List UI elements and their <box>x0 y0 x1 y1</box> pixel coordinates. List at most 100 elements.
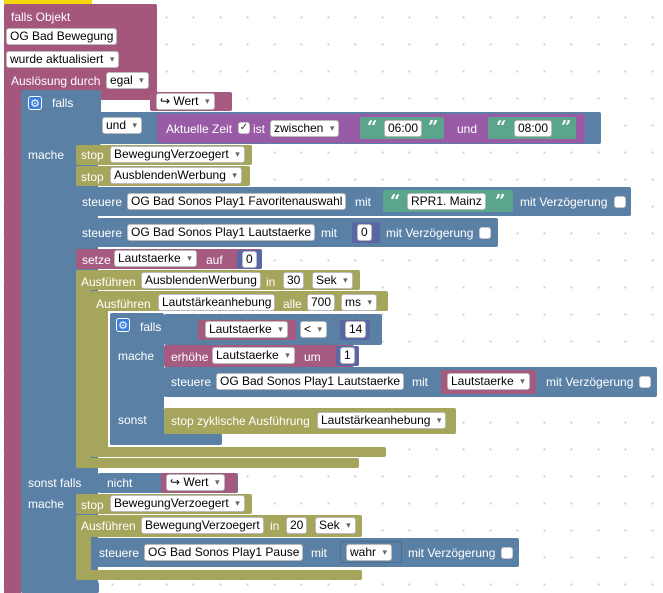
selected-block-highlight <box>4 0 92 5</box>
stop-label: stop <box>81 170 104 184</box>
quote-close-icon: ” <box>428 117 439 138</box>
increment-label: erhöhe <box>171 350 209 364</box>
control-label: steuere <box>171 375 212 389</box>
quote-open-icon: “ <box>367 117 378 138</box>
stop-timer-dropdown[interactable]: BewegungVerzoegert <box>110 495 245 512</box>
delay-checkbox[interactable] <box>479 227 491 239</box>
if-label: falls <box>140 320 162 334</box>
interval-value-field[interactable]: 700 <box>307 294 336 311</box>
object-id-field[interactable]: OG Bad Bewegung <box>6 28 118 45</box>
variable-getter-dropdown[interactable]: Lautstaerke <box>447 373 530 390</box>
current-time-label: Aktuelle Zeit <box>166 122 233 136</box>
quote-close-icon: ” <box>495 191 506 212</box>
timeout-unit-dropdown[interactable]: Sek <box>312 272 353 289</box>
inner-if-block[interactable] <box>110 313 164 445</box>
timeout-block-rail <box>76 288 91 458</box>
not-label: nicht <box>107 476 133 490</box>
control-label: steuere <box>82 195 123 209</box>
run-label: Ausführen <box>96 297 151 311</box>
control-object-field[interactable]: OG Bad Sonos Play1 Lautstaerke <box>216 373 405 390</box>
timeout-value-field[interactable]: 30 <box>283 272 305 289</box>
number-field[interactable]: 14 <box>345 321 367 338</box>
else-if-label: sonst falls <box>28 476 82 490</box>
if-else-footer <box>21 582 99 593</box>
time-compare-dropdown[interactable]: zwischen <box>270 120 340 137</box>
delay-label: mit Verzögerung <box>520 195 608 209</box>
delay-label: mit Verzögerung <box>408 546 496 560</box>
by-label: um <box>304 350 321 364</box>
arrow-icon: ↪ <box>170 475 184 489</box>
run-label: Ausführen <box>81 519 136 533</box>
control-label: steuere <box>82 226 123 240</box>
boolean-dropdown[interactable]: wahr <box>346 544 393 561</box>
set-label: setze <box>82 253 111 267</box>
with-label: mit <box>355 195 371 209</box>
delay-checkbox[interactable] <box>639 376 651 388</box>
with-label: mit <box>321 226 337 240</box>
compare-operator-dropdown[interactable]: < <box>300 321 328 338</box>
gear-icon[interactable]: ⚙ <box>116 318 130 332</box>
is-label: ist <box>253 122 265 136</box>
event-dropdown[interactable]: wurde aktualisiert <box>6 51 120 68</box>
variable-dropdown[interactable]: Lautstaerke <box>212 347 295 364</box>
trigger-label: Auslösung durch <box>11 74 101 88</box>
gear-icon[interactable]: ⚙ <box>28 96 42 110</box>
arrow-icon: ↪ <box>160 94 174 108</box>
timeout-name-field[interactable]: AusblendenWerbung <box>141 272 261 289</box>
stop-interval-dropdown[interactable]: Lautstärkeanhebung <box>317 412 447 429</box>
interval-block-footer <box>91 447 386 457</box>
then-label: mache <box>28 148 65 162</box>
stop-label: stop <box>81 498 104 512</box>
number-field[interactable]: 0 <box>357 224 372 241</box>
and-operator-dropdown[interactable]: und <box>102 117 143 134</box>
then-label: mache <box>28 497 65 511</box>
variable-getter-dropdown[interactable]: Lautstaerke <box>205 321 288 338</box>
and-label: und <box>457 122 478 136</box>
timeout-block-2-rail <box>76 535 91 571</box>
else-label: sonst <box>118 413 147 427</box>
interval-unit-dropdown[interactable]: ms <box>341 294 377 311</box>
number-field[interactable]: 1 <box>340 347 355 364</box>
control-label: steuere <box>99 546 140 560</box>
in-label: in <box>266 275 276 289</box>
to-label: auf <box>206 253 223 267</box>
timeout-block-footer <box>76 458 359 468</box>
value-dropdown[interactable]: ↪ Wert <box>166 474 225 491</box>
stop-interval-label: stop zyklische Ausführung <box>171 414 310 428</box>
quote-close-icon: ” <box>561 117 572 138</box>
timeout-name-field[interactable]: BewegungVerzoegert <box>141 517 264 534</box>
quote-open-icon: “ <box>390 191 401 212</box>
favorite-value-field[interactable]: RPR1. Mainz <box>407 193 486 210</box>
stop-timer-dropdown[interactable]: BewegungVerzoegert <box>110 146 245 163</box>
quote-open-icon: “ <box>496 117 507 138</box>
timeout-unit-dropdown[interactable]: Sek <box>315 517 356 534</box>
value-dropdown[interactable]: ↪ Wert <box>156 93 215 110</box>
if-label: falls <box>52 96 74 110</box>
inner-if-footer <box>110 433 222 445</box>
variable-dropdown[interactable]: Lautstaerke <box>114 250 197 267</box>
trigger-value-dropdown[interactable]: egal <box>106 72 149 89</box>
stop-label: stop <box>81 148 104 162</box>
interval-name-field[interactable]: Lautstärkeanhebung <box>158 294 276 311</box>
trigger-title: falls Objekt <box>11 10 71 24</box>
value-label: Wert <box>173 94 199 108</box>
interval-block-rail <box>91 309 108 449</box>
delay-checkbox[interactable] <box>501 547 513 559</box>
run-label: Ausführen <box>81 275 136 289</box>
control-object-field[interactable]: OG Bad Sonos Play1 Lautstaerke <box>127 224 316 241</box>
then-label: mache <box>118 349 155 363</box>
time-to-field[interactable]: 08:00 <box>514 120 553 137</box>
in-label: in <box>270 519 280 533</box>
stop-timer-dropdown[interactable]: AusblendenWerbung <box>110 167 242 184</box>
control-object-field[interactable]: OG Bad Sonos Play1 Pause <box>144 544 304 561</box>
value-label: Wert <box>183 475 209 489</box>
timeout-value-field[interactable]: 20 <box>286 517 308 534</box>
time-from-field[interactable]: 06:00 <box>384 120 423 137</box>
trigger-block-left-rail <box>4 96 21 593</box>
timeout-block-2-footer <box>76 570 362 580</box>
delay-checkbox[interactable] <box>614 196 626 208</box>
control-object-field[interactable]: OG Bad Sonos Play1 Favoritenauswahl <box>127 193 347 210</box>
with-label: mit <box>311 546 327 560</box>
current-time-checkbox[interactable]: ✓ <box>238 122 250 134</box>
number-field[interactable]: 0 <box>242 251 257 268</box>
